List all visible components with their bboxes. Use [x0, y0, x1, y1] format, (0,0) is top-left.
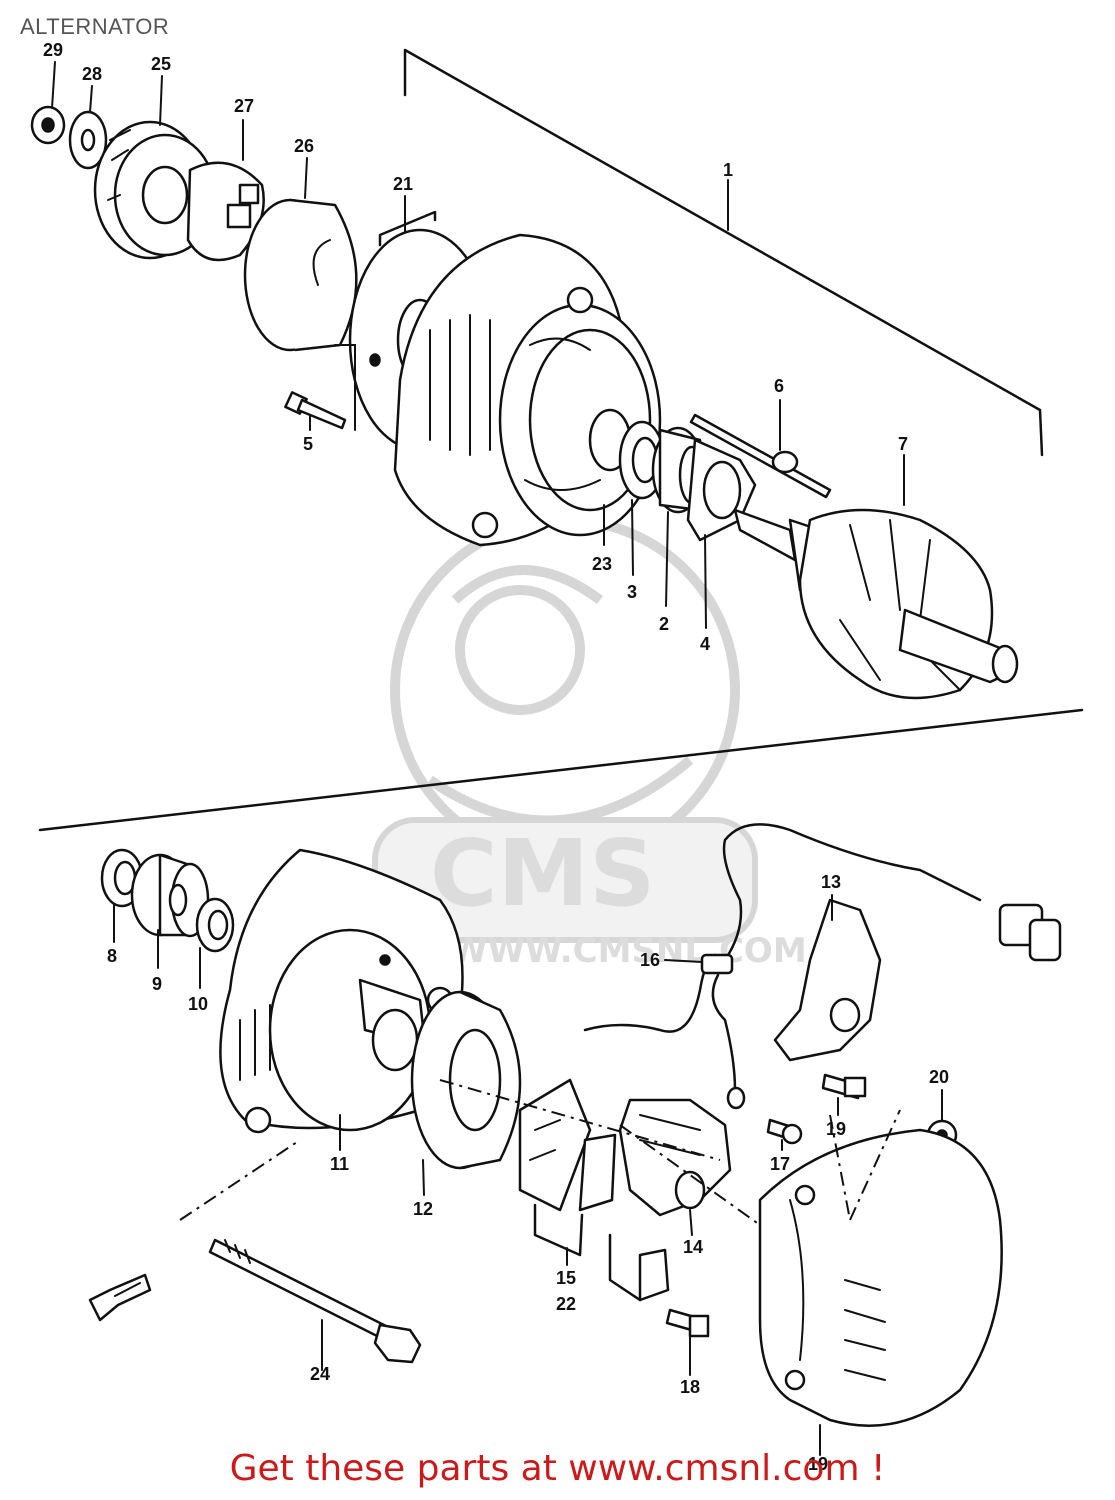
screw-19-upper — [821, 1073, 867, 1100]
callout-11: 11 — [330, 1154, 349, 1174]
rear-cover-19 — [758, 1128, 1003, 1427]
callout-12: 12 — [413, 1199, 433, 1219]
wire-16 — [583, 823, 1062, 1110]
callout-1: 1 — [723, 160, 733, 180]
callout-2: 2 — [659, 614, 669, 634]
leader-4 — [704, 534, 707, 629]
callout-14: 14 — [683, 1237, 703, 1257]
callout-25: 25 — [151, 54, 171, 74]
bracket-18 — [608, 1233, 642, 1302]
footer-promo: Get these parts at www.cmsnl.com ! — [0, 1448, 1115, 1489]
leader-12 — [422, 1159, 425, 1196]
ring-10 — [195, 897, 235, 953]
callout-13: 13 — [821, 872, 841, 892]
callout-24: 24 — [310, 1364, 330, 1384]
bolt-5 — [284, 391, 347, 430]
front-arrow-icon — [88, 1273, 152, 1322]
diagram-title: ALTERNATOR — [20, 14, 170, 39]
rotor-7 — [733, 508, 1019, 700]
callout-6: 6 — [774, 376, 784, 396]
callout-15: 15 — [556, 1268, 576, 1288]
callout-10: 10 — [188, 994, 208, 1014]
bracket-15 — [533, 1203, 584, 1257]
callout-21: 21 — [393, 174, 413, 194]
screw-17 — [766, 1118, 803, 1145]
leader-25 — [159, 75, 163, 126]
callout-7: 7 — [898, 434, 908, 454]
footer-link[interactable]: Get these parts at www.cmsnl.com ! — [229, 1448, 886, 1489]
leader-28 — [89, 85, 93, 113]
leader-3 — [631, 499, 634, 576]
through-bolt-24 — [208, 1238, 422, 1364]
assembly-bracket-bottom — [38, 708, 1084, 832]
assembly-bracket-top — [403, 48, 1044, 457]
callout-3: 3 — [627, 582, 637, 602]
leader-29 — [51, 61, 56, 109]
leader-2 — [665, 511, 669, 607]
callout-23: 23 — [592, 554, 612, 574]
callout-8: 8 — [107, 946, 117, 966]
assembly-line-lower — [179, 1079, 901, 1226]
stator-12 — [410, 990, 522, 1170]
rectifier-15 — [518, 1078, 617, 1212]
bracket-21 — [378, 210, 437, 247]
fan-cover-26 — [243, 198, 358, 352]
leader-26 — [304, 157, 308, 199]
callout-17: 17 — [770, 1154, 790, 1174]
brush-holder-14 — [618, 1098, 732, 1217]
stud-6 — [689, 413, 832, 499]
callout-28: 28 — [82, 64, 102, 84]
leader-5-bracket — [334, 344, 356, 431]
watermark-logo: CMS WWW.CMSNL.COM — [372, 515, 807, 971]
leader-14 — [689, 1209, 693, 1236]
callout-26: 26 — [294, 136, 314, 156]
callout-22: 22 — [556, 1294, 576, 1314]
callout-4: 4 — [700, 634, 710, 654]
front-housing — [393, 233, 662, 547]
callout-9: 9 — [152, 974, 162, 994]
callout-18: 18 — [680, 1377, 700, 1397]
nut-29 — [30, 105, 66, 145]
rear-housing-11 — [219, 848, 464, 1134]
washer-28 — [68, 110, 108, 170]
callout-19-upper: 19 — [826, 1119, 846, 1139]
watermark-url-text: WWW.CMSNL.COM — [450, 931, 807, 971]
callout-19-lower: 19 — [808, 1454, 828, 1474]
callout-20: 20 — [929, 1067, 949, 1087]
damper-27 — [186, 161, 265, 262]
clamp-18 — [638, 1248, 710, 1338]
callout-5: 5 — [303, 434, 313, 454]
bracket-13 — [773, 898, 882, 1062]
leader-16 — [664, 959, 703, 963]
callout-16: 16 — [640, 950, 660, 970]
callout-29: 29 — [43, 40, 63, 60]
watermark-logo-text: CMS — [430, 820, 655, 927]
callout-27: 27 — [234, 96, 254, 116]
